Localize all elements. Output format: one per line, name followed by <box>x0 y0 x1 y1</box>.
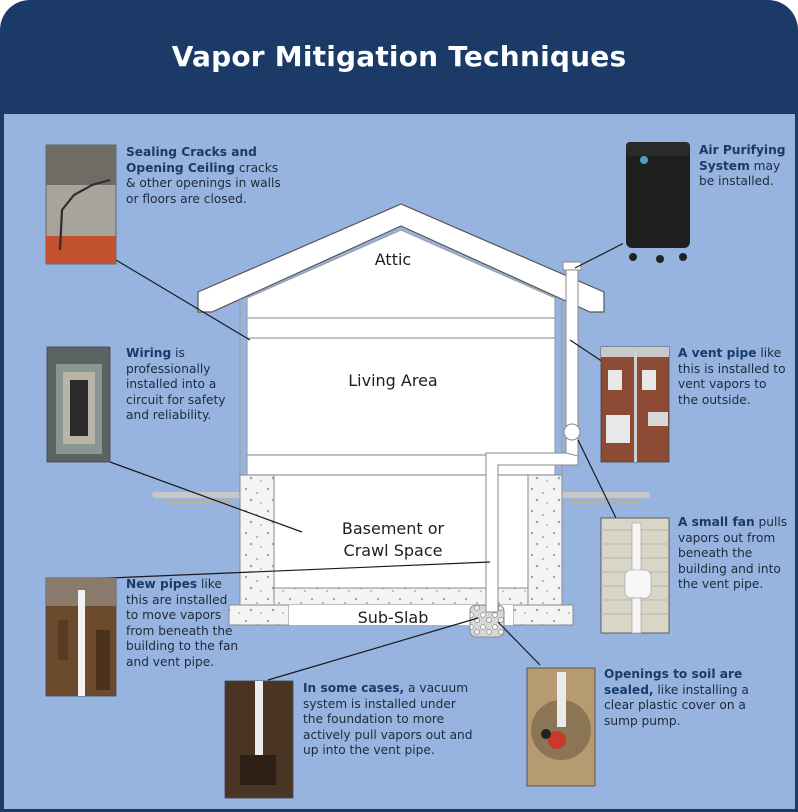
sealing-cracks-heading: Sealing Cracks and Opening Ceiling <box>126 145 257 175</box>
new-pipes-heading: New pipes <box>126 577 198 591</box>
small-fan-text: pulls vapors out from beneath the buildi… <box>678 515 788 591</box>
vacuum-system-heading: In some cases, <box>303 681 405 695</box>
page-title: Vapor Mitigation Techniques <box>171 39 627 73</box>
air-purifier-photo <box>623 140 693 263</box>
vent-pipe-caption: A vent pipe like this is installed to ve… <box>678 346 790 408</box>
siding-fan-photo <box>600 517 670 634</box>
openings-sealed-caption: Openings to soil are sealed, like instal… <box>604 667 759 729</box>
sump-pump-photo <box>526 667 596 787</box>
vent-pipe-text: like this is installed to vent vapors to… <box>678 346 786 407</box>
new-pipes-text: like this are installed to move vapors f… <box>126 577 239 669</box>
basement-label-line1: Basement or <box>342 519 445 538</box>
new-pipes-caption: New pipes like this are installed to mov… <box>126 577 242 670</box>
small-fan-caption: A small fan pulls vapors out from beneat… <box>678 515 790 593</box>
air-purifying-heading: Air Purifying System <box>699 143 786 173</box>
brick-building-photo <box>600 346 670 463</box>
air-purifying-text: may be installed. <box>699 158 781 189</box>
wall-crack-photo <box>45 144 117 265</box>
vent-pipe-drawing <box>485 261 582 613</box>
openings-sealed-text: like installing a clear plastic cover on… <box>604 682 749 728</box>
header-bar: Vapor Mitigation Techniques <box>0 0 798 112</box>
vacuum-system-photo <box>224 680 294 799</box>
attic-label: Attic <box>375 250 411 269</box>
wiring-text: is professionally installed into a circu… <box>126 346 226 422</box>
basement-pipes-photo <box>45 577 117 697</box>
small-fan-heading: A small fan <box>678 515 755 529</box>
connector-lines <box>61 239 631 681</box>
basement-label-line2: Crawl Space <box>344 541 443 560</box>
living-area-label: Living Area <box>348 371 437 390</box>
vacuum-system-caption: In some cases, a vacuum system is instal… <box>303 681 473 759</box>
vacuum-system-text: a vacuum system is installed under the f… <box>303 681 473 757</box>
sealing-cracks-text: cracks & other openings in walls or floo… <box>126 160 281 206</box>
electrical-panel-photo <box>46 346 111 463</box>
openings-sealed-heading: Openings to soil are sealed, <box>604 667 743 697</box>
air-purifying-caption: Air Purifying System may be installed. <box>699 143 791 190</box>
subslab-label: Sub-Slab <box>358 608 429 627</box>
sealing-cracks-caption: Sealing Cracks and Opening Ceiling crack… <box>126 145 291 207</box>
house-walls <box>239 229 563 476</box>
wiring-heading: Wiring <box>126 346 172 360</box>
wiring-caption: Wiring is professionally installed into … <box>126 346 244 424</box>
vent-pipe-heading: A vent pipe <box>678 346 757 360</box>
